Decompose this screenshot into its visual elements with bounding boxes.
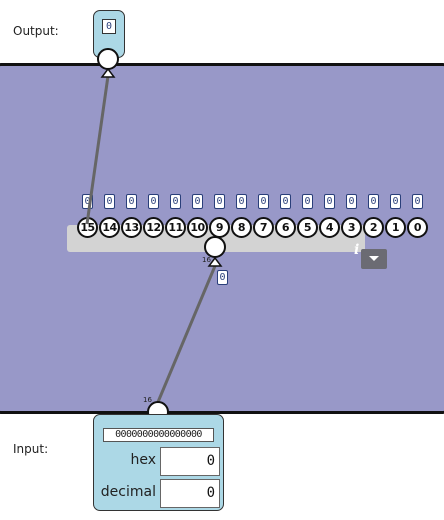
bit-pin[interactable]: 5 — [297, 217, 318, 238]
input-binary-display[interactable]: 0000000000000000 — [103, 428, 214, 442]
output-label: Output: — [13, 24, 59, 38]
bit-pin[interactable]: 7 — [253, 217, 274, 238]
bit-value: 0 — [214, 194, 225, 209]
splitter-dropdown-button[interactable] — [361, 249, 387, 269]
bit-pin[interactable]: 14 — [99, 217, 120, 238]
bit-value: 0 — [368, 194, 379, 209]
bit-value: 0 — [236, 194, 247, 209]
info-icon[interactable]: i — [354, 242, 360, 258]
bit-pin[interactable]: 8 — [231, 217, 252, 238]
bit-value: 0 — [170, 194, 181, 209]
bit-value: 0 — [390, 194, 401, 209]
bit-value: 0 — [192, 194, 203, 209]
bit-value: 0 — [302, 194, 313, 209]
input-label: Input: — [13, 442, 49, 456]
bit-value: 0 — [412, 194, 423, 209]
bit-pin[interactable]: 15 — [77, 217, 98, 238]
decimal-input[interactable]: 0 — [160, 479, 220, 508]
bus-width-label-bottom: 16 — [143, 396, 152, 404]
wire-value: 0 — [217, 270, 228, 285]
decimal-label: decimal — [100, 484, 156, 500]
bit-value: 0 — [104, 194, 115, 209]
bus-width-label-top: 16 — [202, 256, 211, 264]
bit-value: 0 — [82, 194, 93, 209]
chevron-down-icon — [369, 256, 379, 261]
bit-pin[interactable]: 0 — [407, 217, 428, 238]
bit-value: 0 — [280, 194, 291, 209]
bit-pin[interactable]: 3 — [341, 217, 362, 238]
bit-pin[interactable]: 4 — [319, 217, 340, 238]
bit-pin[interactable]: 11 — [165, 217, 186, 238]
bit-value: 0 — [258, 194, 269, 209]
output-node[interactable] — [93, 10, 125, 58]
bit-pin[interactable]: 13 — [121, 217, 142, 238]
bit-pin[interactable]: 6 — [275, 217, 296, 238]
bit-value: 0 — [324, 194, 335, 209]
output-value: 0 — [102, 19, 116, 34]
bit-value: 0 — [148, 194, 159, 209]
bit-value: 0 — [126, 194, 137, 209]
hex-input[interactable]: 0 — [160, 447, 220, 476]
bit-pin[interactable]: 12 — [143, 217, 164, 238]
bit-pin[interactable]: 10 — [187, 217, 208, 238]
bit-pin[interactable]: 1 — [385, 217, 406, 238]
bit-pin[interactable]: 9 — [209, 217, 230, 238]
bit-value: 0 — [346, 194, 357, 209]
bit-pin[interactable]: 2 — [363, 217, 384, 238]
hex-label: hex — [130, 452, 156, 468]
